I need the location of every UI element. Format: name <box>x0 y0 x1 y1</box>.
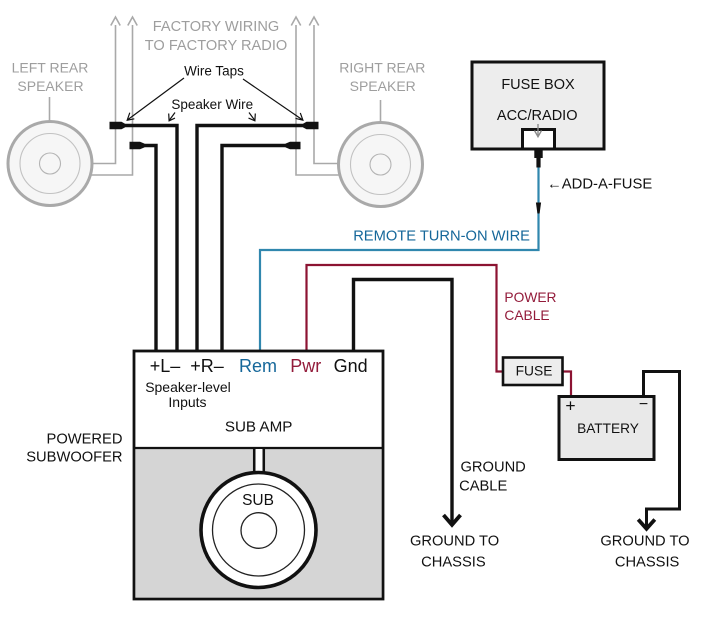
svg-text:+: + <box>565 396 575 416</box>
svg-text:Gnd: Gnd <box>334 356 368 376</box>
svg-text:GROUND: GROUND <box>461 460 526 476</box>
svg-text:LEFT REAR: LEFT REAR <box>12 60 89 76</box>
svg-text:REMOTE TURN-ON WIRE: REMOTE TURN-ON WIRE <box>353 229 530 245</box>
svg-text:CHASSIS: CHASSIS <box>421 555 486 571</box>
svg-text:GROUND TO: GROUND TO <box>600 534 689 550</box>
svg-text:+R–: +R– <box>190 356 224 376</box>
svg-text:Speaker-level: Speaker-level <box>145 379 231 395</box>
svg-text:Rem: Rem <box>239 356 277 376</box>
svg-text:SUB: SUB <box>242 492 274 509</box>
svg-text:Inputs: Inputs <box>168 394 206 410</box>
svg-text:CABLE: CABLE <box>504 308 549 323</box>
svg-text:CHASSIS: CHASSIS <box>615 555 680 571</box>
svg-text:FACTORY WIRING: FACTORY WIRING <box>153 19 280 35</box>
svg-text:Wire Taps: Wire Taps <box>184 64 244 79</box>
svg-text:POWERED: POWERED <box>47 432 123 448</box>
svg-text:+L–: +L– <box>150 356 181 376</box>
svg-text:SUB AMP: SUB AMP <box>225 419 293 436</box>
svg-text:GROUND TO: GROUND TO <box>410 534 499 550</box>
svg-text:SPEAKER: SPEAKER <box>17 78 83 94</box>
svg-text:BATTERY: BATTERY <box>577 421 639 436</box>
svg-text:FUSE BOX: FUSE BOX <box>501 77 575 93</box>
svg-text:ACC/RADIO: ACC/RADIO <box>497 108 578 124</box>
svg-text:SPEAKER: SPEAKER <box>350 78 416 94</box>
svg-text:POWER: POWER <box>504 290 556 305</box>
svg-text:TO FACTORY RADIO: TO FACTORY RADIO <box>145 38 287 54</box>
svg-text:←ADD-A-FUSE: ←ADD-A-FUSE <box>547 177 652 193</box>
svg-text:FUSE: FUSE <box>516 364 553 379</box>
svg-text:Speaker Wire: Speaker Wire <box>171 97 253 112</box>
svg-text:CABLE: CABLE <box>459 479 507 495</box>
svg-text:Pwr: Pwr <box>290 356 321 376</box>
svg-text:RIGHT REAR: RIGHT REAR <box>339 60 425 76</box>
svg-text:SUBWOOFER: SUBWOOFER <box>26 450 122 466</box>
svg-text:−: − <box>639 396 648 413</box>
